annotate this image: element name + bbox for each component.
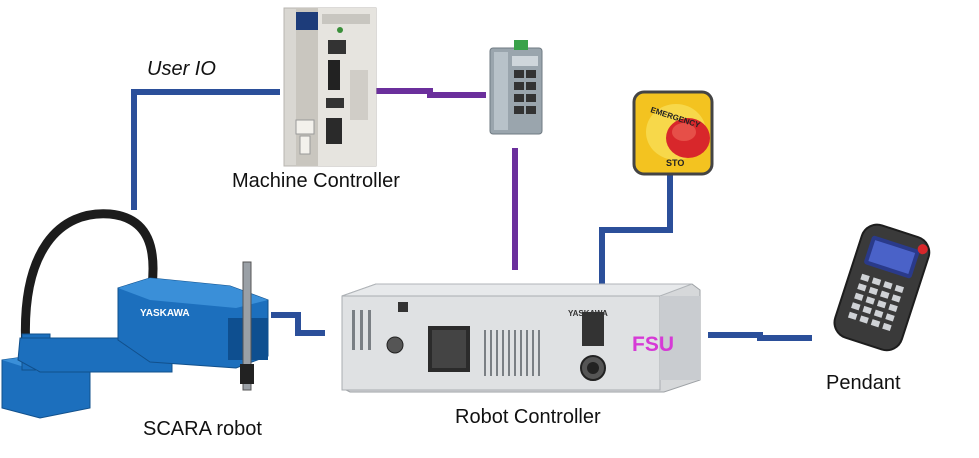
teach-pendant-icon[interactable] — [830, 221, 933, 355]
user-io-label: User IO — [147, 58, 216, 80]
cables — [131, 88, 812, 341]
svg-text:YASKAWA: YASKAWA — [140, 308, 190, 319]
fsu-label: FSU — [632, 333, 674, 356]
emergency-stop-icon[interactable]: EMERGENCY STO — [632, 90, 714, 176]
user-io-cable — [131, 89, 280, 210]
ethernet-cable-mc-switch — [376, 88, 486, 98]
estop-cable — [599, 175, 673, 286]
robot-controller-icon[interactable]: YASKAWA — [341, 283, 701, 393]
svg-text:STO: STO — [666, 158, 684, 168]
network-switch-icon[interactable] — [489, 40, 543, 135]
robot-controller-label: Robot Controller — [455, 406, 601, 428]
machine-controller-icon[interactable] — [283, 7, 377, 167]
scara-robot-label: SCARA robot — [143, 418, 262, 440]
svg-text:YASKAWA: YASKAWA — [568, 309, 608, 318]
pendant-cable — [708, 332, 812, 341]
machine-controller-label: Machine Controller — [232, 170, 400, 192]
scara-robot-icon[interactable]: YASKAWA — [1, 209, 269, 419]
robot-cable — [271, 312, 325, 336]
pendant-label: Pendant — [826, 372, 901, 394]
